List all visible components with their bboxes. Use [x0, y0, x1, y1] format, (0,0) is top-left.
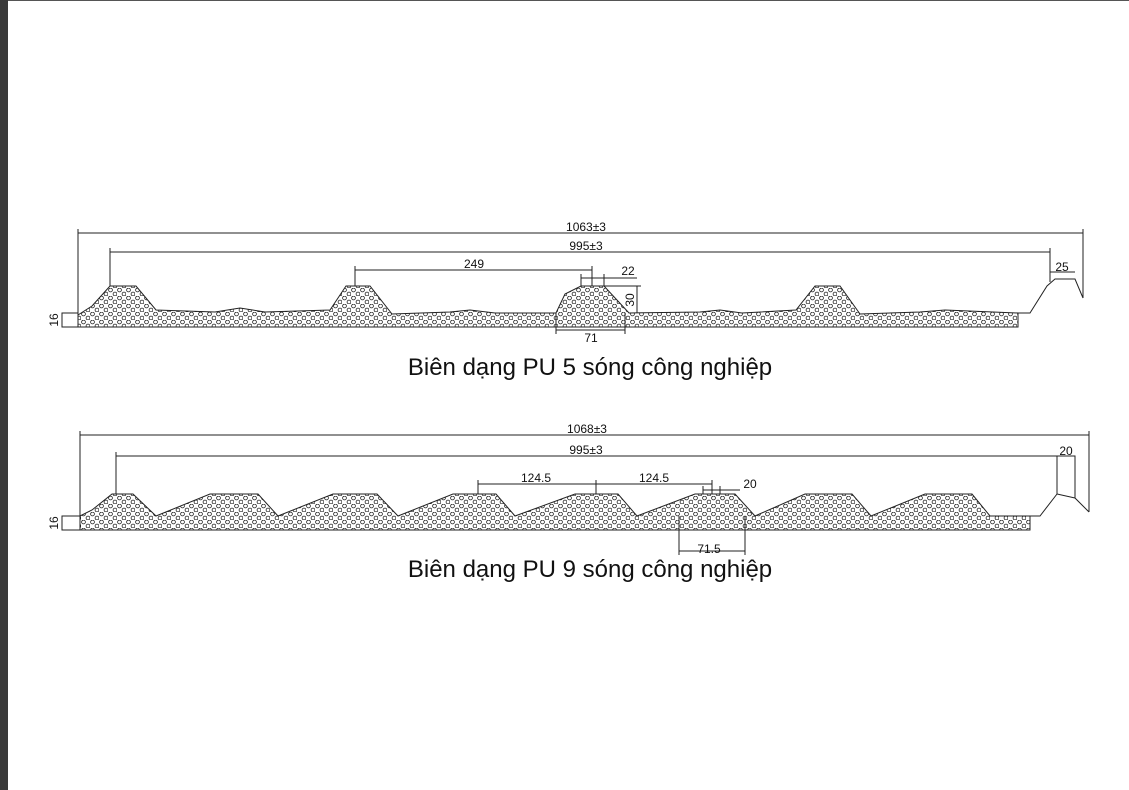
- pu5-pitch-label: 249: [464, 257, 484, 271]
- pu9-effective-label: 995±3: [569, 443, 603, 457]
- pu5-panel-body: [77, 285, 1019, 328]
- pu9-end-box: [61, 515, 81, 531]
- pu5-lap-label: 25: [1055, 260, 1069, 274]
- pu9-caption: Biên dạng PU 9 sóng công nghiệp: [408, 556, 772, 583]
- pu9-thickness-label: 16: [47, 516, 61, 530]
- pu5-rib-top-label: 22: [621, 264, 635, 278]
- pu9-rib-base-label: 71.5: [697, 542, 721, 556]
- pu5-overall-label: 1063±3: [566, 220, 606, 234]
- pu9-lap: [1030, 455, 1090, 517]
- pu5-end-box: [61, 312, 79, 328]
- pu9-pitch-a-label: 124.5: [521, 471, 551, 485]
- pu9-overall-label: 1068±3: [567, 422, 607, 436]
- pu9-pitch-b-label: 124.5: [639, 471, 669, 485]
- profile-pu9: [61, 431, 1090, 555]
- pu9-panel-body: [79, 493, 1031, 531]
- pu5-caption: Biên dạng PU 5 sóng công nghiệp: [408, 354, 772, 381]
- pu5-effective-label: 995±3: [569, 239, 603, 253]
- viewer-top-edge: [8, 0, 1129, 1]
- pu5-rib-height-label: 30: [623, 293, 637, 307]
- pu5-rib-base-label: 71: [584, 331, 598, 345]
- pu5-lap: [1018, 278, 1084, 314]
- pu9-rib-top-label: 20: [743, 477, 757, 491]
- pu5-thickness-label: 16: [47, 313, 61, 327]
- profile-pu5: [61, 229, 1084, 334]
- viewer-left-edge: [0, 0, 8, 790]
- pu9-lap-label: 20: [1059, 444, 1073, 458]
